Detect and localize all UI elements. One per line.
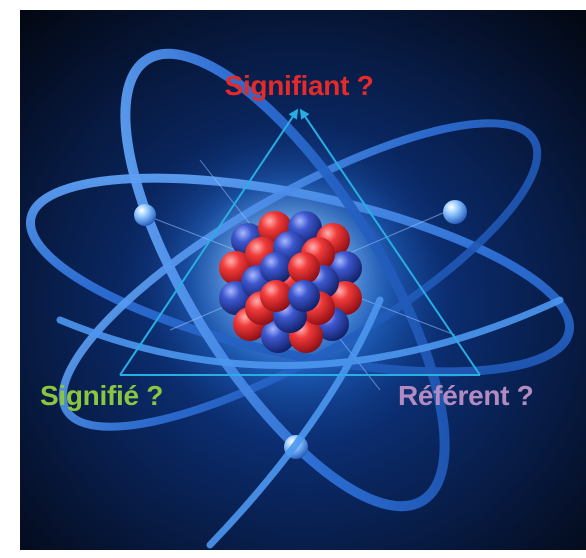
orbit-front-arcs xyxy=(56,296,564,549)
electron-left xyxy=(134,204,156,226)
electron-right xyxy=(443,200,467,224)
triangle-left-edge xyxy=(119,108,299,376)
orbit-horizontal xyxy=(25,173,575,377)
orbit-vertical xyxy=(120,48,450,512)
nucleus xyxy=(219,211,362,353)
label-referent: Référent ? xyxy=(398,380,533,411)
orbit-diagonal xyxy=(58,119,542,431)
orbit-rings xyxy=(25,48,575,512)
triangle-right-edge xyxy=(299,108,481,376)
label-signifiant: Signifiant ? xyxy=(225,70,374,101)
semiotic-triangle xyxy=(119,108,481,376)
label-signifie: Signifié ? xyxy=(40,380,163,411)
